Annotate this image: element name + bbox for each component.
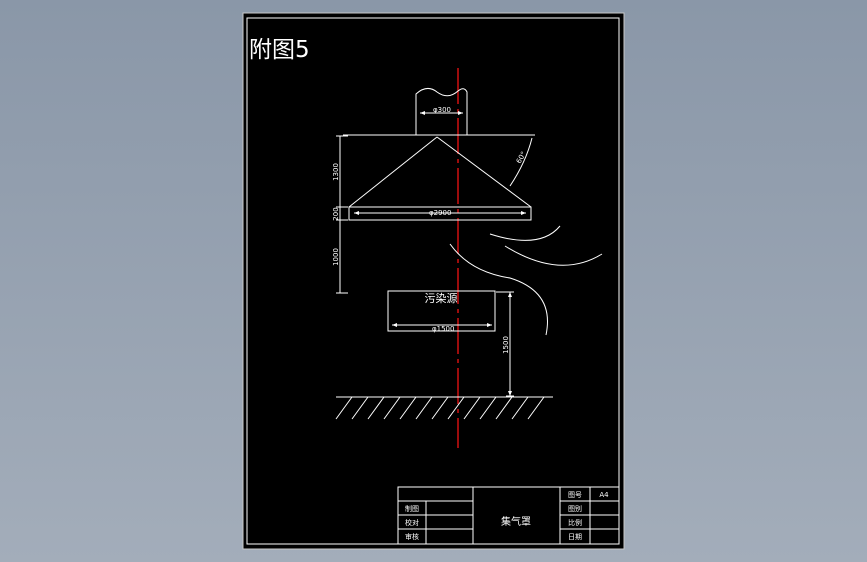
source-label: 污染源 [425,291,458,305]
title-block-label: 校对 [405,518,419,527]
airflow-curve [449,243,548,336]
title-block-label: 审核 [405,532,419,541]
airflow-curve [504,245,603,266]
hood-rim [348,206,532,221]
hood-left-edge [348,136,438,208]
exhaust-pipe [415,88,468,136]
hood-height-label: 1300 [332,163,340,181]
source-dia-label: φ1500 [432,325,454,333]
sheet-title: 附图5 [249,37,310,63]
pollution-source-box [387,290,496,332]
gap-height-label: 1000 [332,248,340,266]
hood-dia-label: φ2900 [429,209,451,217]
title-block-label: 日期 [568,533,582,541]
rim-height-label: 200 [332,207,340,220]
drawing-sheet [242,12,625,550]
airflow-curve [489,225,561,241]
ground-hatch [335,396,545,420]
title-block-label: 图别 [568,504,582,513]
drawing-no-value: A4 [599,491,609,499]
pipe-dia-label: φ300 [433,106,451,114]
hood-right-edge [436,136,532,208]
source-height-label: 1500 [502,336,510,354]
angle-arc [509,137,533,187]
title-block-label: 比例 [568,518,582,527]
drawing-no-label: 图号 [568,491,582,499]
title-block-label: 制图 [405,504,419,513]
drawing-name: 集气罩 [501,515,531,528]
